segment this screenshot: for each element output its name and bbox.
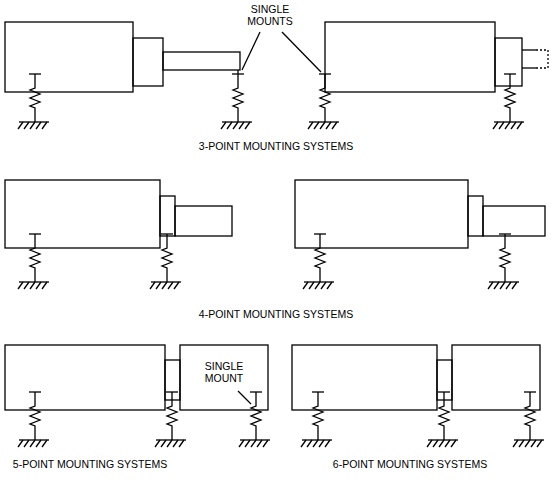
spring-mount <box>513 392 544 447</box>
leader-line <box>238 391 251 404</box>
driven-machine <box>452 345 540 410</box>
machine-step <box>133 38 163 86</box>
machine-step <box>468 196 483 236</box>
spring-mount <box>301 392 332 447</box>
spring-mount <box>303 234 334 289</box>
machine-body <box>325 22 495 92</box>
spring-mount <box>308 74 339 129</box>
spring-mount <box>18 392 49 447</box>
machine-shaft <box>522 67 536 68</box>
machine-step <box>495 38 522 86</box>
machine-body <box>292 345 437 410</box>
caption-label: 4-POINT MOUNTING SYSTEMS <box>199 308 353 320</box>
machine-body <box>5 345 165 410</box>
spring-mount <box>488 234 519 289</box>
caption-label: 5-POINT MOUNTING SYSTEMS <box>13 458 167 470</box>
spring-mount <box>18 74 49 129</box>
machine-shaft <box>522 49 536 50</box>
leader-line <box>282 32 321 72</box>
spring-mount <box>493 74 524 129</box>
machine-shaft <box>163 52 240 70</box>
callout-label: SINGLE MOUNTS <box>242 3 298 27</box>
machine-body <box>5 180 160 248</box>
machine-shaft-hidden <box>536 50 548 68</box>
machine-shaft <box>175 206 232 236</box>
machine-body <box>5 22 133 92</box>
callout-label: SINGLE MOUNT <box>196 360 252 384</box>
machine-step <box>160 196 175 236</box>
caption-label: 6-POINT MOUNTING SYSTEMS <box>333 458 487 470</box>
spring-mount <box>150 234 181 289</box>
machine-shaft <box>483 206 545 236</box>
caption-label: 3-POINT MOUNTING SYSTEMS <box>199 140 353 152</box>
driven-machine <box>180 345 268 410</box>
leader-line <box>242 32 260 70</box>
spring-mount <box>221 74 252 129</box>
machine-body <box>295 180 468 248</box>
spring-mount <box>155 392 186 447</box>
spring-mount <box>427 392 458 447</box>
spring-mount <box>239 392 270 447</box>
spring-mount <box>18 234 49 289</box>
